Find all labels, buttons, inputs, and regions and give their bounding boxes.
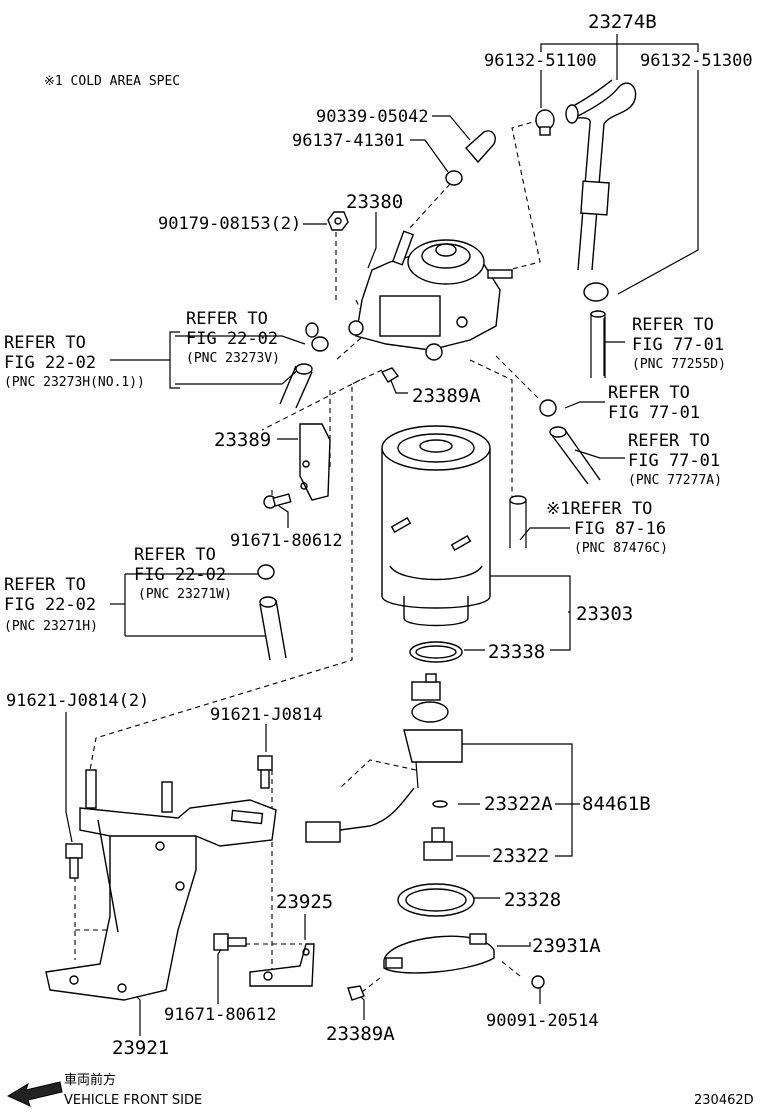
ref5-pnc: (PNC 77277A) [628, 473, 722, 488]
ref8-pnc: (PNC 23271H) [4, 619, 98, 634]
ref7-pnc: (PNC 23271W) [138, 587, 232, 602]
part-nut-90179 [327, 211, 349, 231]
part-cover-23931A [383, 933, 495, 974]
label-23380: 23380 [346, 191, 403, 213]
part-hose-87-16 [509, 495, 527, 548]
ref1-fig: FIG 22-02 [186, 329, 278, 349]
part-cap-90339-05042 [465, 130, 496, 164]
part-clamp-77-01 [539, 399, 557, 417]
part-sensor-84461B [305, 673, 463, 843]
ref8-fig: FIG 22-02 [4, 595, 96, 615]
part-filter-23303 [381, 425, 491, 627]
label-91671-80612-top: 91671-80612 [230, 531, 343, 551]
front-side-en: VEHICLE FRONT SIDE [64, 1093, 202, 1108]
label-84461B: 84461B [582, 793, 651, 815]
part-hose-77277A [549, 426, 601, 485]
label-91621-J0814-2: 91621-J0814(2) [6, 691, 149, 711]
label-90339-05042: 90339-05042 [316, 107, 429, 127]
part-bracket-23921 [45, 799, 277, 1001]
label-23931A: 23931A [532, 935, 601, 957]
part-valve-23322 [423, 827, 453, 861]
diagram-id: 230462D [694, 1093, 754, 1108]
label-23389A-top: 23389A [412, 385, 481, 407]
labels: ※1 COLD AREA SPEC 23274B 96132-51100 961… [4, 11, 754, 1108]
part-bracket-23389 [299, 423, 331, 501]
part-bolt-91671-top [263, 493, 292, 509]
part-hose-77-01 [590, 310, 606, 378]
part-clip-23389A-bot [347, 985, 365, 1001]
part-hose-22-02-b [257, 564, 287, 661]
label-23925: 23925 [276, 891, 333, 913]
label-90091-20514: 90091-20514 [486, 1011, 599, 1031]
label-96132-51100: 96132-51100 [484, 51, 597, 71]
ref5-refer: REFER TO [628, 431, 710, 451]
dashed-guides [74, 119, 541, 993]
front-arrow-icon [6, 1081, 63, 1107]
ref6-refer: ※1REFER TO [546, 499, 652, 519]
ref2-fig: FIG 22-02 [4, 353, 96, 373]
ref1-pnc: (PNC 23273V) [186, 351, 280, 366]
part-bolt-91621-right [257, 755, 273, 789]
label-96137-41301: 96137-41301 [292, 131, 405, 151]
ref3-refer: REFER TO [632, 315, 714, 335]
label-91671-80612-bot: 91671-80612 [164, 1005, 277, 1025]
ref1-refer: REFER TO [186, 309, 268, 329]
ref6-pnc: (PNC 87476C) [574, 541, 668, 556]
part-clip-96137-41301 [445, 170, 463, 186]
label-23322: 23322 [492, 845, 549, 867]
part-clip-23389A-top [380, 367, 400, 383]
ref3-pnc: (PNC 77255D) [632, 357, 726, 372]
part-oring-23338 [409, 641, 463, 663]
ref3-fig: FIG 77-01 [632, 335, 724, 355]
ref2-refer: REFER TO [4, 333, 86, 353]
label-23389A-bot: 23389A [326, 1023, 395, 1045]
part-clamp-96132-51300 [583, 282, 609, 302]
part-bracket-23925 [249, 943, 315, 987]
part-bolt-91621-left [65, 769, 173, 879]
cold-area-note: ※1 COLD AREA SPEC [44, 74, 180, 89]
label-91621-J0814: 91621-J0814 [210, 705, 323, 725]
part-hose-23274B [565, 79, 637, 271]
part-filter-head-23380 [348, 230, 513, 361]
label-23389: 23389 [214, 429, 271, 451]
part-gasket-23328 [397, 883, 475, 917]
label-23274B: 23274B [588, 11, 657, 33]
part-bolt-91671-bot [213, 933, 247, 951]
ref4-refer: REFER TO [608, 383, 690, 403]
ref4-fig: FIG 77-01 [608, 403, 700, 423]
ref6-fig: FIG 87-16 [574, 519, 666, 539]
part-clamp-96132-51100 [535, 109, 555, 136]
front-side-jp: 車両前方 [64, 1072, 116, 1088]
label-23328: 23328 [504, 889, 561, 911]
ref2-pnc: (PNC 23273H(NO.1)) [4, 375, 145, 390]
label-23921: 23921 [112, 1037, 169, 1059]
label-96132-51300: 96132-51300 [640, 51, 753, 71]
part-oring-23322A [432, 800, 448, 808]
label-23338: 23338 [488, 641, 545, 663]
part-screw-90091 [531, 975, 545, 989]
ref8-refer: REFER TO [4, 575, 86, 595]
label-90179-08153: 90179-08153(2) [158, 214, 301, 234]
ref7-fig: FIG 22-02 [134, 565, 226, 585]
ref7-refer: REFER TO [134, 545, 216, 565]
label-23303: 23303 [576, 603, 633, 625]
part-hose-22-02-a [279, 322, 329, 409]
ref5-fig: FIG 77-01 [628, 451, 720, 471]
label-23322A: 23322A [484, 793, 553, 815]
